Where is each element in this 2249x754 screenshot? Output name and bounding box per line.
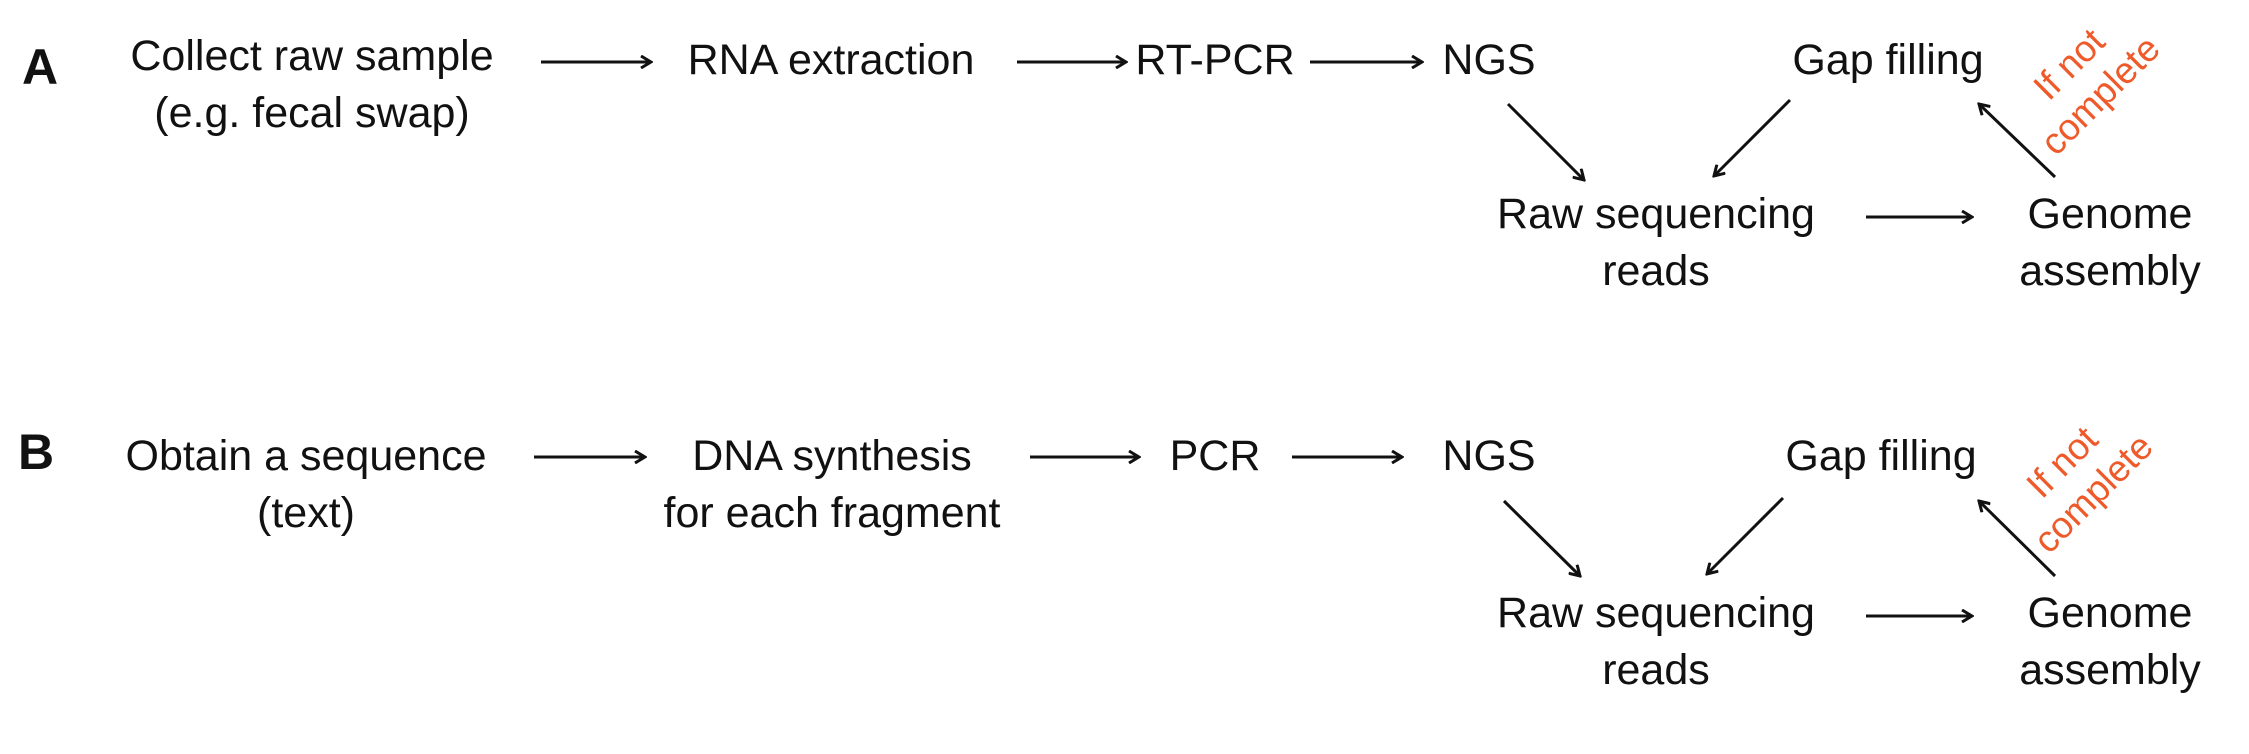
- step-gap-filling: Gap filling: [1785, 428, 1976, 485]
- step-line: (text): [257, 489, 355, 537]
- step-raw-reads: Raw sequencing reads: [1497, 585, 1815, 699]
- panel-b: B Obtain a sequence (text) DNA synthesis…: [0, 398, 2249, 754]
- step-dna-synthesis: DNA synthesis for each fragment: [663, 428, 1000, 542]
- step-line: Raw sequencing: [1497, 589, 1815, 637]
- step-genome-assembly: Genome assembly: [2019, 186, 2201, 300]
- step-line: RNA extraction: [687, 36, 975, 84]
- panel-a-arrows: [541, 0, 2057, 356]
- step-line: PCR: [1169, 432, 1261, 480]
- arrow-gap-reads: [1707, 496, 1785, 574]
- panel-a: A Collect raw sample (e.g. fecal swap) R…: [0, 0, 2249, 356]
- step-line: assembly: [2019, 646, 2201, 694]
- step-line: NGS: [1442, 36, 1536, 84]
- arrow-ngs-reads: [1502, 499, 1580, 576]
- step-genome-assembly: Genome assembly: [2019, 585, 2201, 699]
- step-line: DNA synthesis: [692, 432, 972, 480]
- step-line: Obtain a sequence: [125, 432, 487, 480]
- panel-b-arrows: [534, 398, 2057, 713]
- step-ngs: NGS: [1442, 428, 1535, 485]
- step-line: Genome: [2027, 589, 2193, 637]
- step-gap-filling: Gap filling: [1792, 32, 1983, 89]
- step-line: (e.g. fecal swap): [154, 89, 470, 137]
- panel-label: A: [22, 39, 59, 95]
- step-line: assembly: [2019, 247, 2201, 295]
- arrow-gap-reads: [1714, 98, 1792, 176]
- step-raw-reads: Raw sequencing reads: [1497, 186, 1815, 300]
- step-rt-pcr: RT-PCR: [1135, 32, 1294, 89]
- step-line: Genome: [2027, 190, 2193, 238]
- step-obtain-sequence: Obtain a sequence (text): [126, 428, 487, 542]
- step-line: RT-PCR: [1135, 36, 1295, 84]
- step-line: Collect raw sample: [130, 32, 494, 80]
- step-ngs: NGS: [1442, 32, 1535, 89]
- step-line: reads: [1602, 247, 1710, 295]
- step-line: NGS: [1442, 432, 1536, 480]
- arrow-ngs-reads: [1506, 102, 1584, 180]
- arrow-assembly-gap: [1979, 104, 2057, 179]
- arrow-assembly-gap: [1979, 501, 2057, 578]
- step-collect-sample: Collect raw sample (e.g. fecal swap): [130, 28, 493, 142]
- step-line: for each fragment: [663, 489, 1001, 537]
- step-rna-extraction: RNA extraction: [688, 32, 975, 89]
- step-line: reads: [1602, 646, 1710, 694]
- step-pcr: PCR: [1170, 428, 1261, 485]
- step-line: Gap filling: [1785, 432, 1977, 480]
- panel-label: B: [18, 424, 55, 480]
- step-line: Raw sequencing: [1497, 190, 1815, 238]
- step-line: Gap filling: [1792, 36, 1984, 84]
